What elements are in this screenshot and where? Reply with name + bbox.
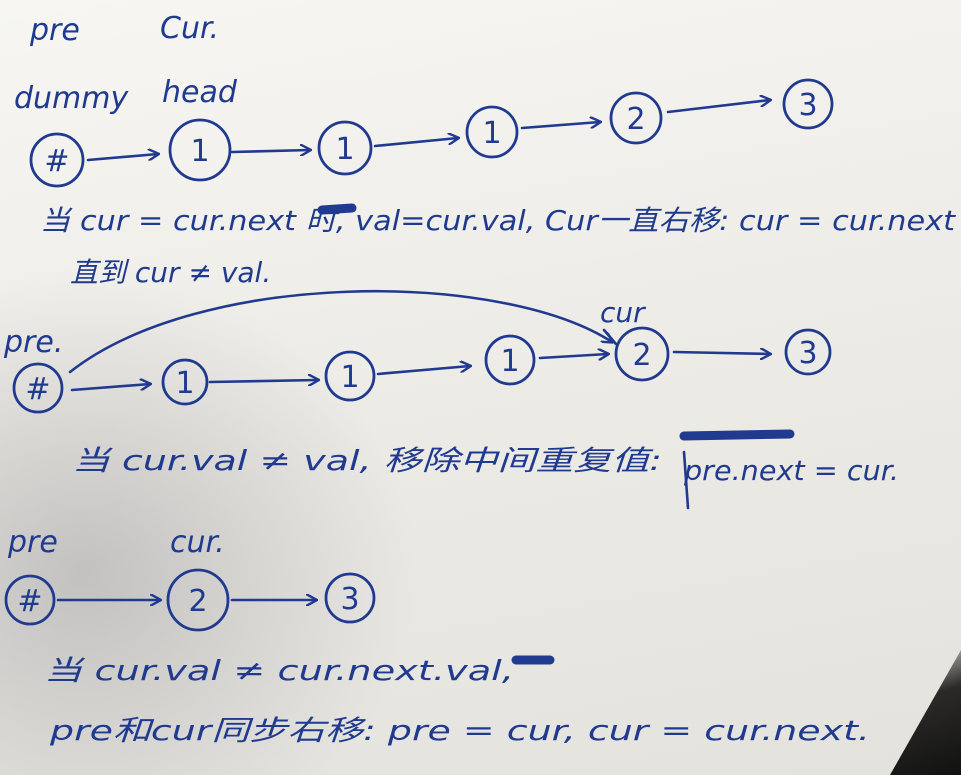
bracket-line [682, 450, 690, 510]
label-head: head [162, 75, 238, 110]
node-label: 3 [798, 88, 817, 123]
node-label: 1 [335, 132, 354, 167]
arrow [672, 352, 770, 354]
node-dummy-1 [29, 132, 85, 188]
scribble [317, 203, 357, 215]
label-dummy: dummy [14, 81, 130, 116]
node-dummy-3 [4, 574, 56, 626]
note-2-text: 当 cur.val ≠ val, 移除中间重复值: [72, 444, 662, 477]
label-pre-2: pre. [3, 325, 63, 360]
node-label: 1 [500, 344, 519, 379]
arrow [373, 138, 458, 148]
list-1: # 1 1 1 2 3 [29, 78, 834, 188]
node-2 [614, 326, 670, 382]
note-2-code: pre.next = cur. [683, 454, 899, 487]
list-2: # 1 1 1 2 3 [12, 326, 832, 414]
node-label: 1 [175, 366, 194, 401]
note-3-line2: pre和cur同步右移: pre = cur, cur = cur.next. [49, 714, 870, 747]
node-1a [161, 358, 209, 406]
note-1-line1: 当 cur = cur.next 时, val=cur.val, Cur一直右移… [40, 204, 956, 237]
node-label: 3 [340, 582, 359, 617]
node-3 [324, 572, 376, 624]
shadow [0, 270, 420, 775]
note-3-line1: 当 cur.val ≠ cur.next.val, [44, 654, 514, 687]
node-label: 3 [798, 336, 817, 371]
node-1c [465, 105, 519, 159]
arrow [520, 122, 600, 130]
node-1a [168, 118, 232, 182]
node-2 [609, 91, 663, 145]
label-cur-2: cur [600, 296, 646, 329]
label-cur-3: cur. [170, 525, 225, 560]
node-1c [484, 334, 536, 386]
label-pre-3: pre [7, 525, 58, 560]
arrow [70, 384, 150, 392]
node-label: 2 [632, 338, 651, 373]
note-1-line2: 直到 cur ≠ val. [70, 256, 271, 289]
arrow [208, 380, 318, 382]
node-1b [324, 350, 376, 402]
arrow [602, 328, 618, 346]
node-label: 2 [188, 584, 207, 619]
skip-arrow [68, 290, 612, 374]
label-pre-1: pre [29, 13, 80, 48]
node-label: # [44, 144, 69, 179]
arrow [376, 366, 470, 376]
arrow [538, 354, 608, 358]
node-1b [317, 120, 373, 176]
scribble [679, 429, 795, 441]
node-label: 1 [340, 360, 359, 395]
list-3: # 2 3 [4, 568, 376, 632]
node-label: # [25, 372, 50, 407]
arrow [230, 150, 310, 152]
arrow [86, 154, 158, 162]
node-dummy-2 [12, 362, 64, 414]
node-2 [166, 568, 230, 632]
label-cur-1: Cur. [160, 11, 219, 46]
node-label: # [17, 584, 42, 619]
arrow [666, 100, 770, 114]
node-3 [784, 328, 832, 376]
node-3 [782, 78, 834, 130]
node-label: 1 [190, 134, 209, 169]
node-label: 1 [482, 116, 501, 151]
node-label: 2 [626, 102, 645, 137]
